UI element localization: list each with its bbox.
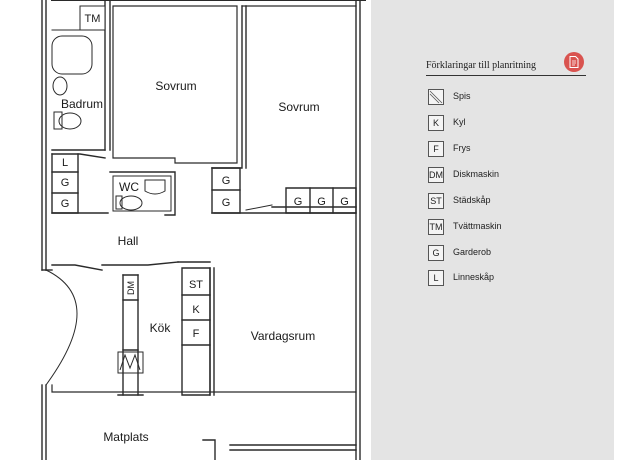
- badrum-sink: [52, 76, 68, 96]
- legend-key: TM: [428, 219, 444, 235]
- fixture-label-g: G: [61, 198, 70, 210]
- room-label-wc: WC: [119, 180, 139, 194]
- legend-label: Kyl: [453, 117, 466, 127]
- entrance-door: [45, 269, 78, 386]
- fixture-label-tm: TM: [85, 13, 101, 25]
- fixture-label-st: ST: [189, 279, 203, 291]
- fixture-label-g: G: [340, 196, 349, 208]
- legend-key: DM: [428, 167, 444, 183]
- legend-key: F: [428, 141, 444, 157]
- legend-label: Garderob: [453, 247, 492, 257]
- bathtub: [51, 35, 93, 75]
- legend-key: G: [428, 245, 444, 261]
- fixture-label-dm: DM: [126, 281, 136, 295]
- fixture-label-k: K: [192, 304, 200, 316]
- legend-label: Diskmaskin: [453, 169, 500, 179]
- legend-title: Förklaringar till planritning: [426, 60, 586, 76]
- fixture-label-l: L: [62, 157, 68, 169]
- room-label-matplats: Matplats: [103, 430, 148, 444]
- stove-diagonal-icon: [428, 89, 444, 105]
- room-label-sovrum-1: Sovrum: [155, 79, 196, 93]
- legend-label: Linneskåp: [453, 272, 495, 282]
- room-label-sovrum-2: Sovrum: [278, 100, 319, 114]
- badrum-toilet: [53, 111, 63, 130]
- legend-label: Spis: [453, 91, 471, 101]
- floor-plan: Sovrum Sovrum Badrum WC Hall Kök Vardags…: [41, 0, 366, 460]
- room-label-badrum: Badrum: [61, 97, 103, 111]
- room-label-hall: Hall: [118, 234, 139, 248]
- fixture-label-g: G: [61, 177, 70, 189]
- wc-toilet: [115, 195, 123, 210]
- room-label-kok: Kök: [150, 321, 172, 335]
- room-label-vardagsrum: Vardagsrum: [251, 329, 315, 343]
- legend-key: K: [428, 115, 444, 131]
- pdf-download-button[interactable]: [564, 52, 584, 72]
- fixture-label-f: F: [193, 328, 200, 340]
- legend-label: Tvättmaskin: [453, 221, 502, 231]
- fixture-label-g: G: [222, 175, 231, 187]
- legend-label: Frys: [453, 143, 471, 153]
- fixture-label-g: G: [222, 197, 231, 209]
- legend-key: L: [428, 270, 444, 286]
- legend-panel: Förklaringar till planritning Spis K Kyl…: [371, 0, 614, 460]
- fixture-label-g: G: [294, 196, 303, 208]
- tm-fixture: [79, 5, 106, 31]
- stove: [117, 351, 144, 374]
- fixture-label-g: G: [317, 196, 326, 208]
- sovrum-1-wall: [112, 5, 238, 164]
- right-margin: [614, 0, 625, 460]
- wc-sink: [144, 179, 166, 195]
- legend-key: ST: [428, 193, 444, 209]
- pdf-document-icon: [569, 56, 579, 68]
- legend-label: Städskåp: [453, 195, 491, 205]
